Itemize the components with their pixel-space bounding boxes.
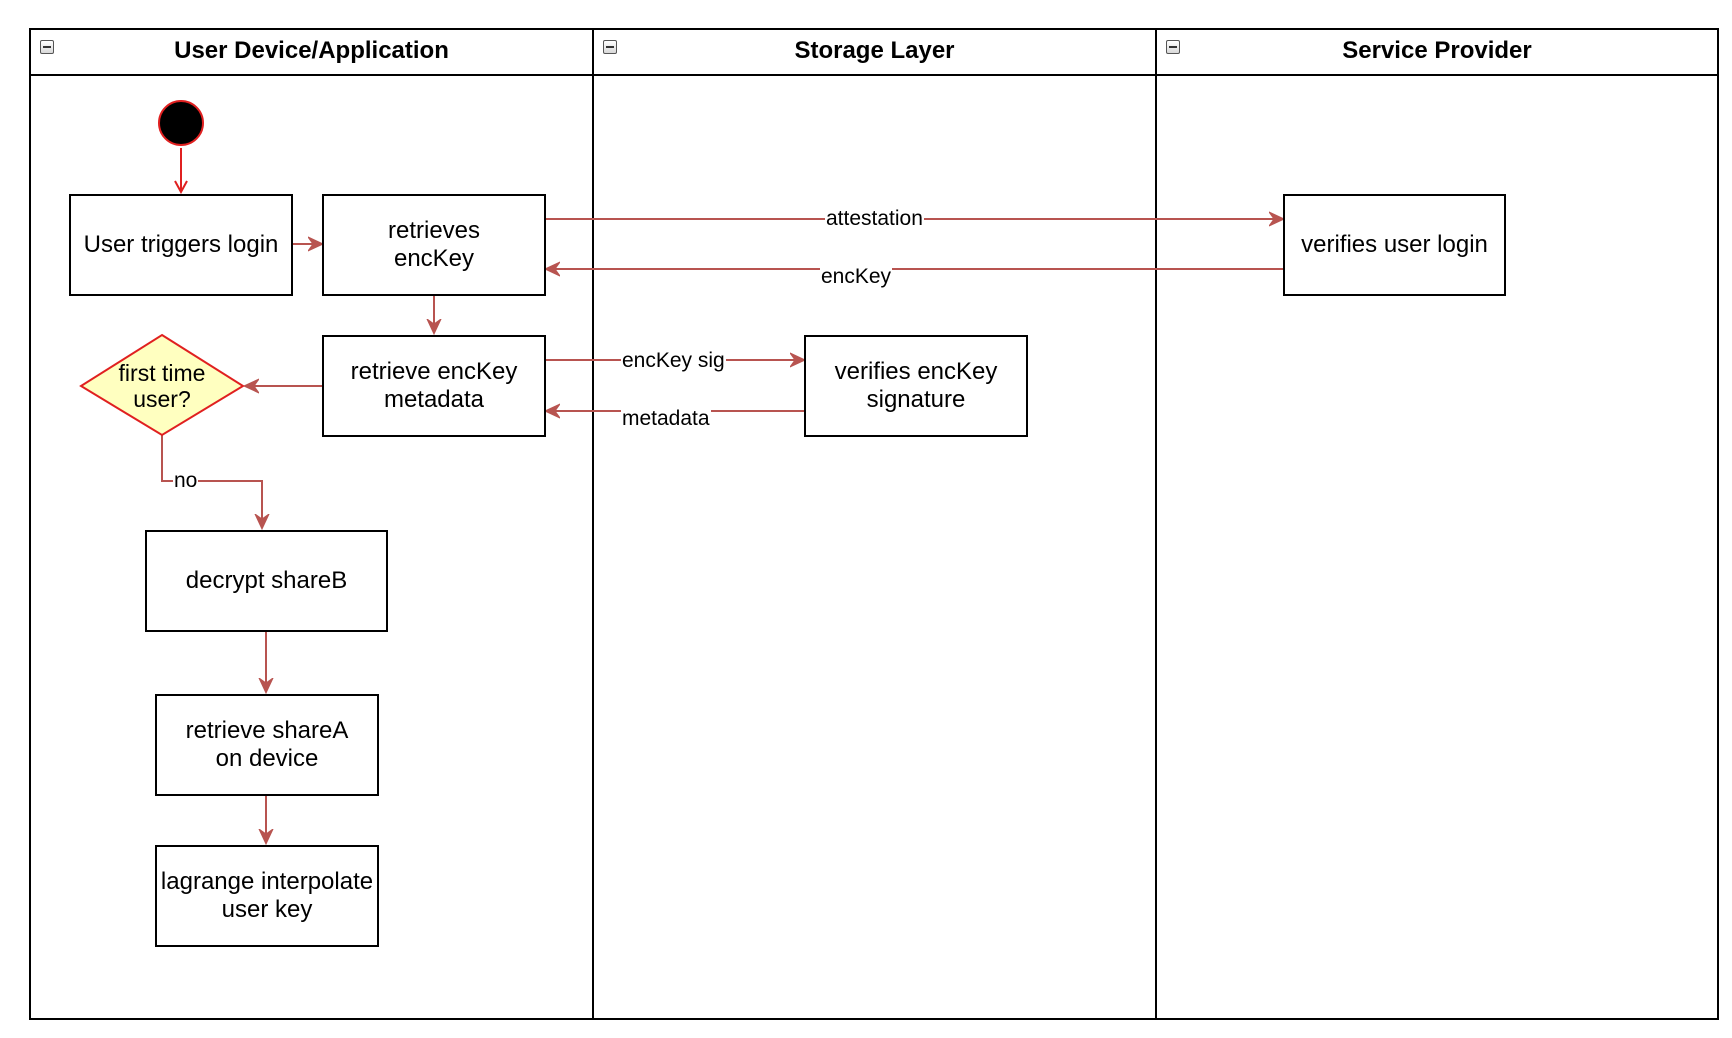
collapse-minus-icon[interactable]: [1166, 40, 1180, 54]
lane-title-storage-layer: Storage Layer: [794, 37, 955, 64]
node-decrypt-shareb[interactable]: decrypt shareB: [145, 530, 388, 632]
lane-header-service-provider: Service Provider: [1155, 28, 1719, 76]
edge-label-attestation: attestation: [825, 207, 924, 231]
edge-label-enckey: encKey: [820, 265, 893, 289]
lane-header-user-device: User Device/Application: [29, 28, 594, 76]
lane-divider-2: [1155, 28, 1157, 1020]
decision-diamond[interactable]: [79, 333, 245, 437]
lane-header-storage-layer: Storage Layer: [592, 28, 1157, 76]
node-user-triggers-login[interactable]: User triggers login: [69, 194, 293, 296]
node-retrieves-enckey[interactable]: retrieves encKey: [322, 194, 546, 296]
node-verifies-user-login[interactable]: verifies user login: [1283, 194, 1506, 296]
edge-label-enckey-sig: encKey sig: [621, 349, 726, 373]
node-retrieve-enckey-metadata[interactable]: retrieve encKey metadata: [322, 335, 546, 437]
start-node[interactable]: [158, 100, 204, 146]
lane-title-user-device: User Device/Application: [174, 37, 449, 64]
node-retrieve-sharea[interactable]: retrieve shareA on device: [155, 694, 379, 796]
lane-divider-1: [592, 28, 594, 1020]
swimlane-pool: [29, 28, 1719, 1020]
node-verifies-enckey-signature[interactable]: verifies encKey signature: [804, 335, 1028, 437]
lane-title-service-provider: Service Provider: [1342, 37, 1532, 64]
collapse-minus-icon[interactable]: [603, 40, 617, 54]
node-lagrange-interpolate[interactable]: lagrange interpolate user key: [155, 845, 379, 947]
collapse-minus-icon[interactable]: [40, 40, 54, 54]
edge-label-no: no: [173, 469, 199, 493]
edge-label-metadata: metadata: [621, 407, 711, 431]
decision-label: first time user?: [118, 360, 206, 412]
edge-decision-no: [161, 435, 262, 528]
